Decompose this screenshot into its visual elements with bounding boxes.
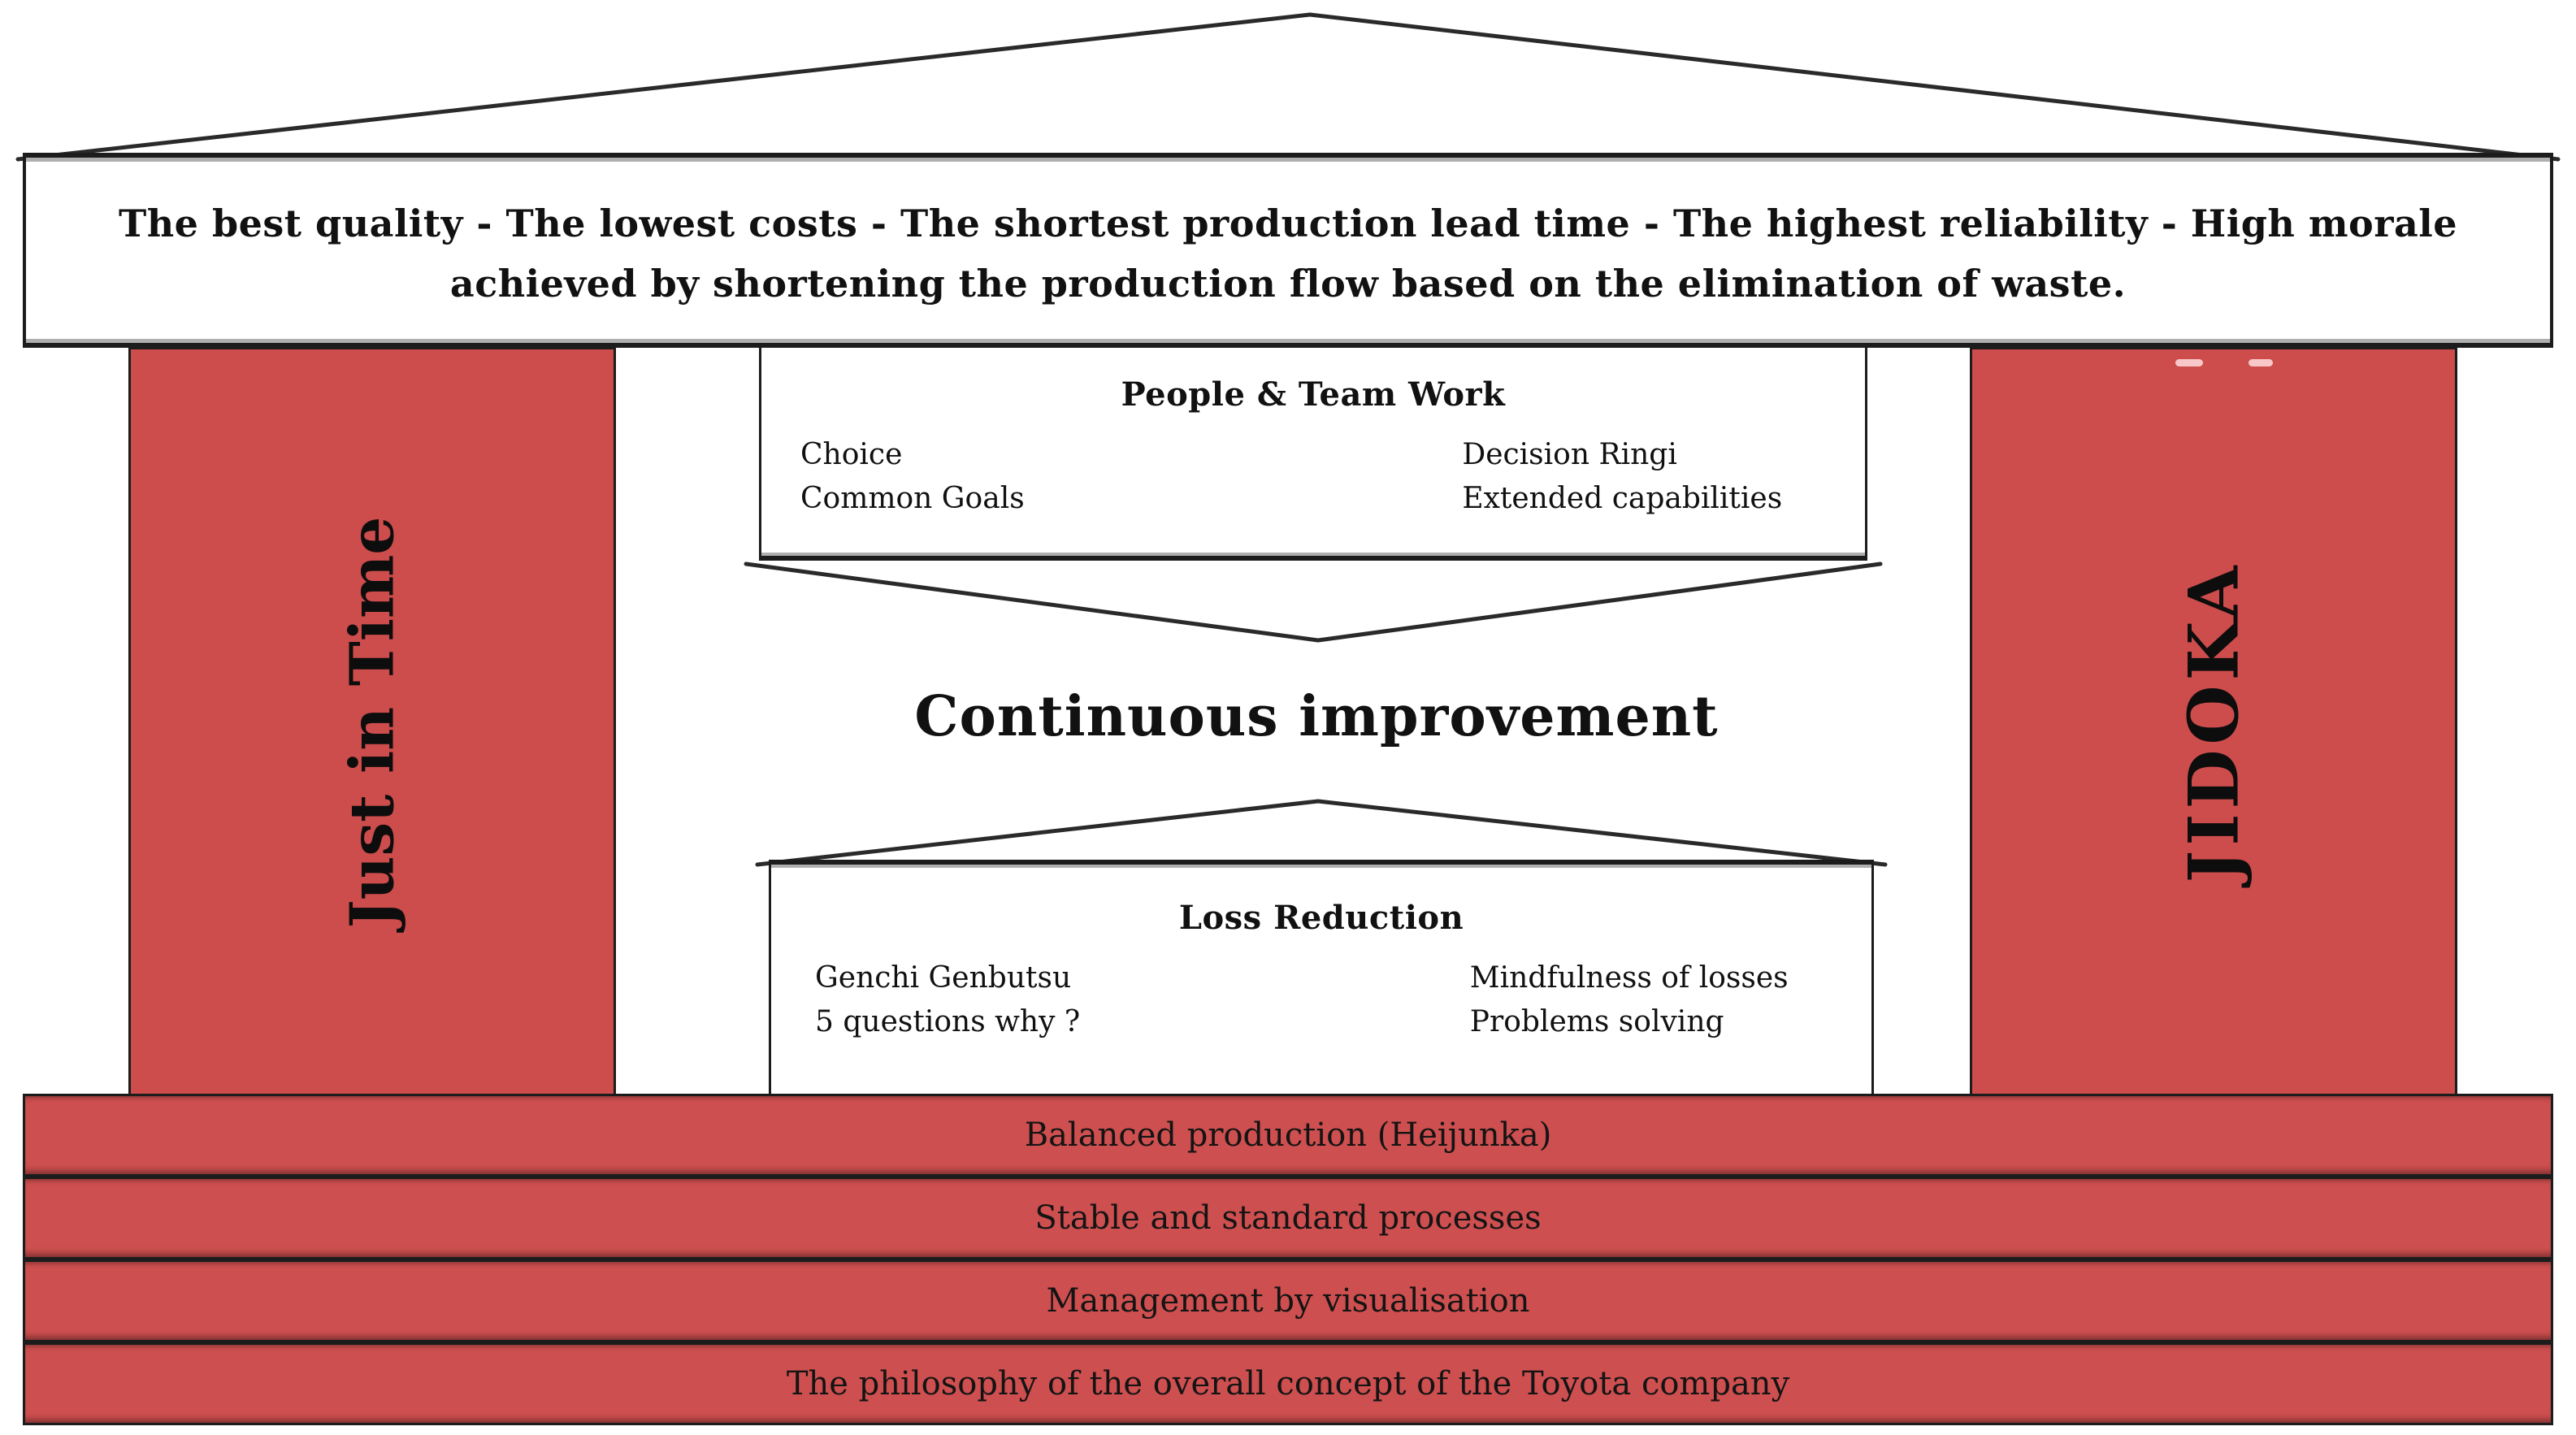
people-teamwork-left-column: Choice Common Goals xyxy=(761,433,1462,521)
pillar-just-in-time-label: Just in Time xyxy=(337,516,407,928)
foundation-bar-heijunka: Balanced production (Heijunka) xyxy=(23,1094,2553,1177)
goals-banner-line-1: The best quality - The lowest costs - Th… xyxy=(118,202,2457,245)
loss-item-mindfulness-of-losses: Mindfulness of losses xyxy=(1469,961,1789,995)
foundation-bar-visual-management: Management by visualisation xyxy=(23,1259,2553,1342)
white-smudge-artifact xyxy=(2249,359,2273,366)
foundation-bar-label: Stable and standard processes xyxy=(1034,1199,1542,1237)
foundation-bar-label: Balanced production (Heijunka) xyxy=(1024,1116,1552,1154)
loss-reduction-left-column: Genchi Genbutsu 5 questions why ? xyxy=(771,956,1470,1044)
loss-reduction-title: Loss Reduction xyxy=(1178,899,1464,937)
people-teamwork-box: People & Team Work Choice Common Goals D… xyxy=(759,348,1867,561)
continuous-improvement-label: Continuous improvement xyxy=(914,684,1719,749)
loss-item-genchi-genbutsu: Genchi Genbutsu xyxy=(815,961,1072,995)
main-roof-line xyxy=(15,12,2561,162)
pillar-just-in-time: Just in Time xyxy=(128,347,616,1097)
pillar-jidoka: JIDOKA xyxy=(1970,347,2457,1097)
loss-reduction-items: Genchi Genbutsu 5 questions why ? Mindfu… xyxy=(771,956,1871,1044)
people-teamwork-items: Choice Common Goals Decision Ringi Exten… xyxy=(761,433,1865,521)
loss-item-problems-solving: Problems solving xyxy=(1469,1005,1724,1038)
people-item-decision-ringi: Decision Ringi xyxy=(1462,438,1677,471)
people-funnel-line xyxy=(744,561,1883,643)
goals-banner: The best quality - The lowest costs - Th… xyxy=(23,153,2553,348)
people-item-choice: Choice xyxy=(800,438,903,471)
loss-item-5-questions-why: 5 questions why ? xyxy=(815,1005,1081,1038)
white-smudge-artifact xyxy=(2175,359,2203,366)
people-item-extended-capabilities: Extended capabilities xyxy=(1462,482,1783,515)
loss-reduction-box: Loss Reduction Genchi Genbutsu 5 questio… xyxy=(769,860,1874,1097)
goals-banner-line-2: achieved by shortening the production fl… xyxy=(449,262,2127,306)
pillar-jidoka-label: JIDOKA xyxy=(2173,561,2254,883)
loss-reduction-right-column: Mindfulness of losses Problems solving xyxy=(1470,956,1871,1044)
people-item-common-goals: Common Goals xyxy=(800,482,1025,515)
people-teamwork-right-column: Decision Ringi Extended capabilities xyxy=(1462,433,1865,521)
foundation-bar-label: Management by visualisation xyxy=(1046,1282,1530,1320)
people-teamwork-title: People & Team Work xyxy=(1121,375,1506,414)
loss-roof-line xyxy=(755,799,1888,867)
foundation-bar-stable-processes: Stable and standard processes xyxy=(23,1177,2553,1259)
foundation-bar-label: The philosophy of the overall concept of… xyxy=(786,1365,1790,1402)
foundation-bar-toyota-philosophy: The philosophy of the overall concept of… xyxy=(23,1342,2553,1425)
